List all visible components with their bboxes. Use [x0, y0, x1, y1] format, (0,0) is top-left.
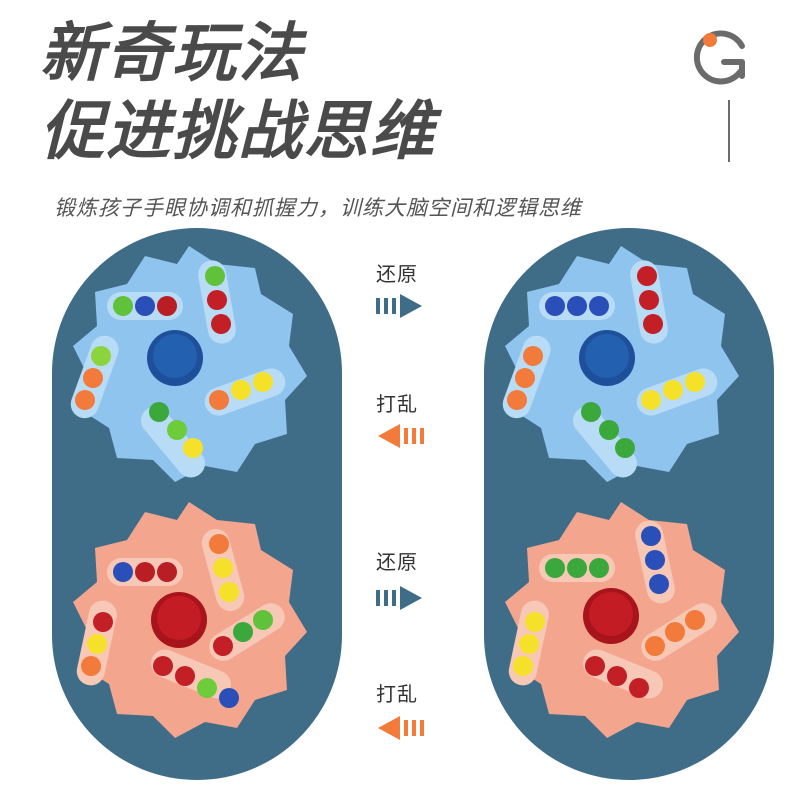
brand-logo-icon	[693, 30, 745, 85]
arrow-left-icon-bottom	[378, 716, 424, 740]
arrow-left-icon-top	[378, 424, 424, 448]
headline-line-2: 促进挑战思维	[40, 95, 436, 169]
scramble-label-top: 打乱	[376, 392, 418, 416]
headline-line-1: 新奇玩法	[40, 17, 304, 91]
subtitle: 锻炼孩子手眼协调和抓握力，训练大脑空间和逻辑思维	[54, 196, 582, 220]
pink-spinner-scrambled	[73, 502, 307, 738]
pink-spinner-restored	[505, 502, 739, 738]
arrow-right-icon-bottom	[376, 586, 422, 610]
blue-spinner-scrambled	[70, 246, 307, 482]
scramble-label-bottom: 打乱	[376, 682, 418, 706]
restore-label-bottom: 还原	[376, 550, 418, 574]
arrow-right-icon-top	[376, 294, 422, 318]
divider-line	[728, 100, 730, 162]
restore-label-top: 还原	[376, 262, 418, 286]
blue-spinner-restored	[502, 246, 739, 482]
